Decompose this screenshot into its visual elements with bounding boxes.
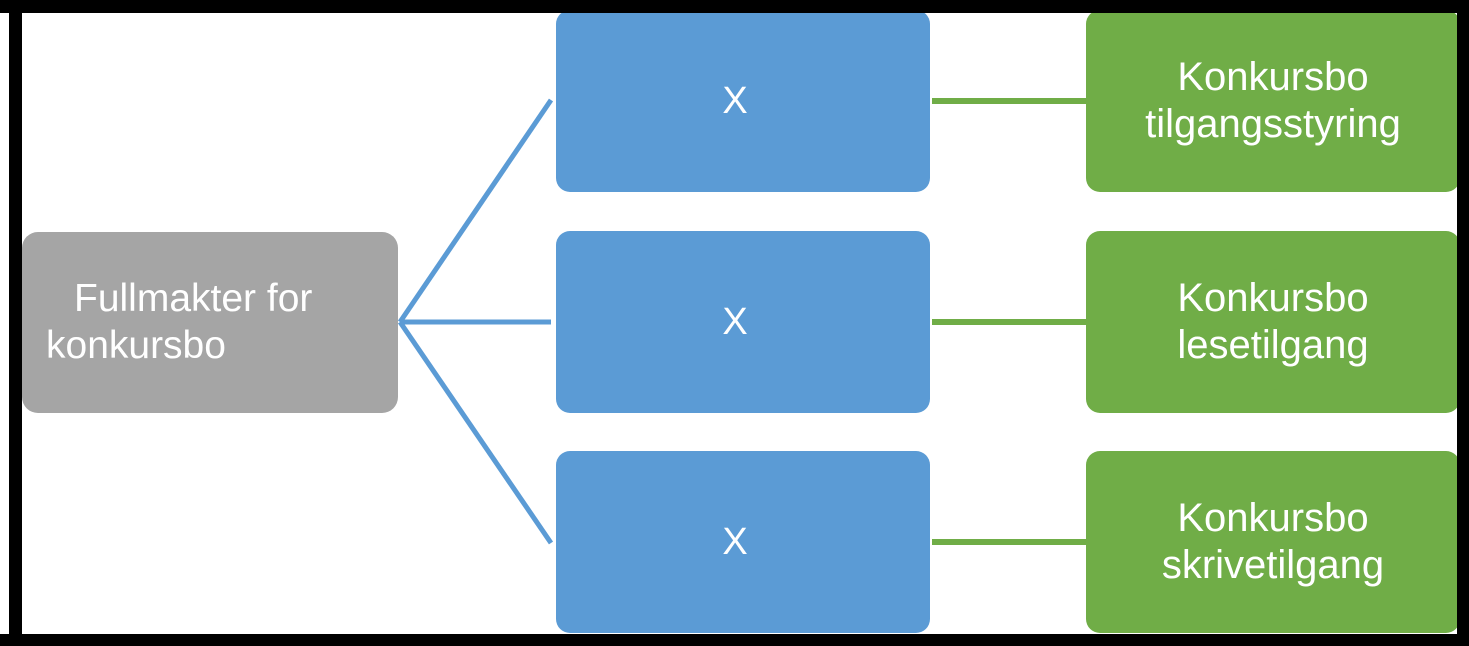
- node-leaf-2-line2: lesetilgang: [1177, 323, 1369, 367]
- node-leaf-1-line2: tilgangsstyring: [1145, 102, 1401, 146]
- node-leaf-3-line1: Konkursbo: [1177, 495, 1369, 540]
- frame-border-left: [9, 0, 22, 646]
- node-middle-3[interactable]: X: [556, 451, 930, 633]
- node-leaf-tilgangsstyring[interactable]: Konkursbo tilgangsstyring: [1086, 10, 1460, 192]
- node-leaf-2-line1: Konkursbo: [1177, 275, 1369, 320]
- node-leaf-lesetilgang[interactable]: Konkursbo lesetilgang: [1086, 231, 1460, 413]
- connector-middle-to-leaf-2: [932, 319, 1086, 325]
- node-middle-2[interactable]: X: [556, 231, 930, 413]
- node-middle-2-label: X: [722, 300, 748, 343]
- frame-border-bottom: [0, 634, 1469, 646]
- node-leaf-skrivetilgang[interactable]: Konkursbo skrivetilgang: [1086, 451, 1460, 633]
- frame-border-top: [0, 0, 1469, 13]
- node-leaf-1-label: Konkursbo tilgangsstyring: [1086, 54, 1460, 148]
- node-leaf-2-label: Konkursbo lesetilgang: [1086, 275, 1460, 369]
- node-leaf-1-line1: Konkursbo: [1177, 54, 1369, 99]
- node-leaf-3-label: Konkursbo skrivetilgang: [1086, 495, 1460, 589]
- node-middle-1[interactable]: X: [556, 10, 930, 192]
- frame-border-right: [1457, 0, 1469, 646]
- node-root-fullmakter[interactable]: Fullmakter for konkursbo: [22, 232, 398, 413]
- connector-root-to-middle-3: [397, 320, 554, 545]
- node-root-label: Fullmakter for konkursbo: [46, 277, 313, 367]
- connector-middle-to-leaf-3: [932, 539, 1086, 545]
- connector-middle-to-leaf-1: [932, 98, 1086, 104]
- node-middle-3-label: X: [722, 520, 748, 563]
- node-middle-1-label: X: [722, 79, 748, 122]
- connector-root-to-middle-1: [397, 98, 554, 324]
- node-leaf-3-line2: skrivetilgang: [1161, 543, 1385, 587]
